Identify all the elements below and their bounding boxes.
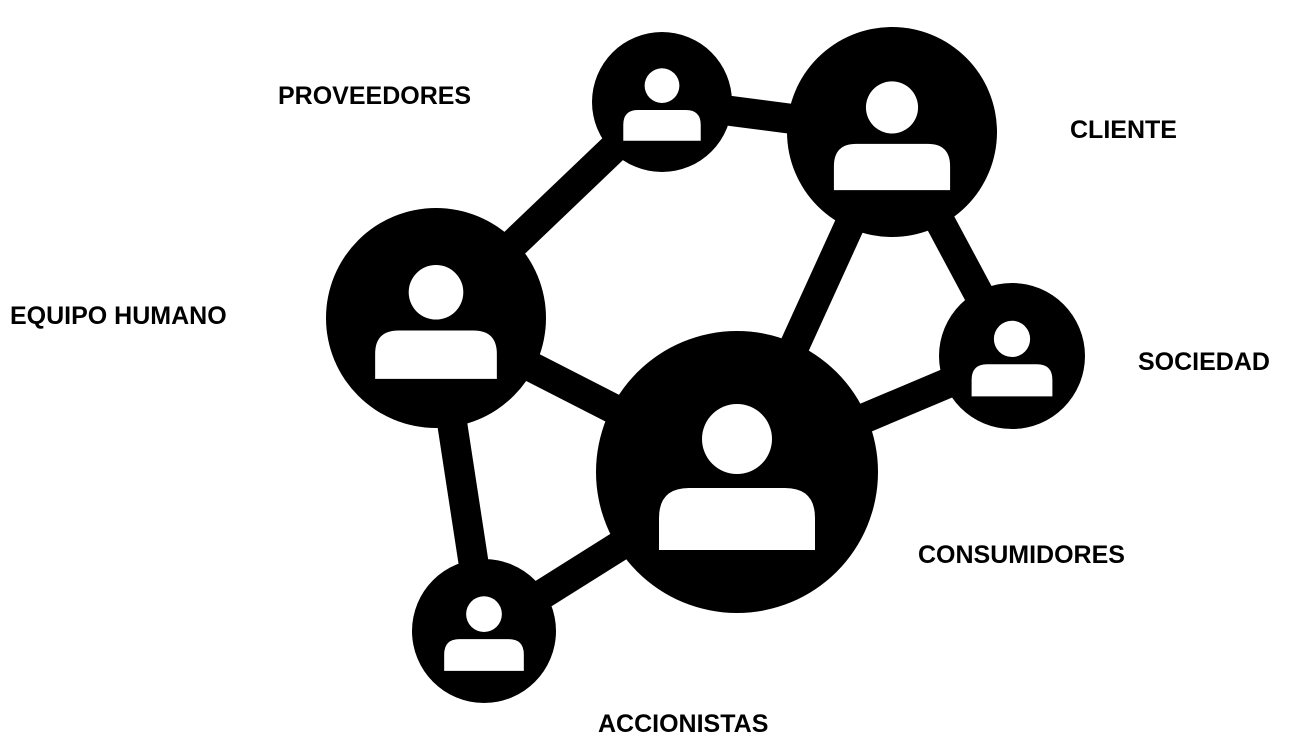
label-accionistas: ACCIONISTAS [598, 710, 769, 738]
node-sociedad [939, 283, 1085, 429]
person-body [659, 488, 815, 550]
label-proveedores: PROVEEDORES [278, 82, 472, 110]
person-body [444, 639, 524, 671]
node-consumidores [596, 331, 878, 613]
person-icon [375, 264, 497, 379]
label-sociedad: SOCIEDAD [1138, 348, 1270, 376]
stakeholder-nodes [326, 27, 1085, 703]
person-head [644, 68, 680, 103]
person-body [375, 330, 497, 379]
label-equipo-humano: EQUIPO HUMANO [10, 302, 227, 330]
node-cliente [787, 27, 997, 237]
person-body [623, 109, 701, 141]
node-equipo [326, 208, 546, 428]
node-accionistas [412, 559, 556, 703]
person-icon [444, 596, 524, 671]
person-icon [833, 81, 951, 191]
person-icon [659, 404, 815, 550]
person-icon [623, 68, 701, 141]
person-head [865, 81, 919, 134]
label-cliente: CLIENTE [1070, 116, 1177, 144]
person-head [702, 404, 772, 474]
person-body [833, 143, 951, 191]
person-head [408, 264, 464, 320]
label-consumidores: CONSUMIDORES [918, 541, 1125, 569]
person-head [993, 320, 1031, 358]
person-icon [971, 320, 1053, 397]
person-head [466, 596, 502, 633]
node-proveedores [592, 32, 732, 172]
person-body [971, 364, 1053, 397]
